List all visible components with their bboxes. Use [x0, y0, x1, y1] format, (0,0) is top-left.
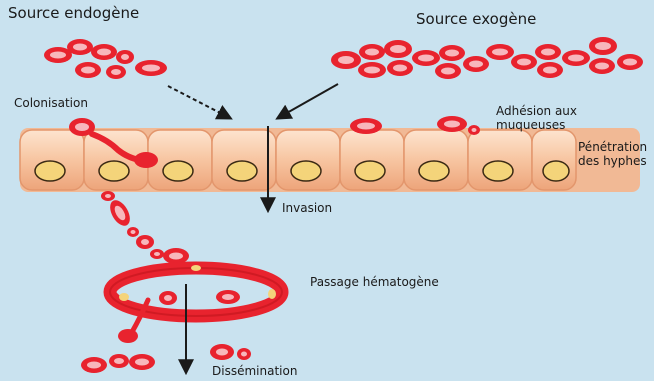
label-source-endogene: Source endogène	[8, 4, 139, 22]
label-penetration: Pénétration des hyphes	[578, 140, 647, 168]
epithelial-cell-4	[212, 130, 276, 190]
label-adhesion: Adhésion aux muqueuses	[496, 104, 577, 132]
label-adhesion-line2: muqueuses	[496, 118, 577, 132]
label-dissemination: Dissémination	[212, 364, 297, 378]
epithelial-cell-8	[468, 130, 532, 190]
epithelial-cell-7	[404, 130, 468, 190]
label-adhesion-line1: Adhésion aux	[496, 104, 577, 118]
epithelial-cell-5	[276, 130, 340, 190]
epithelial-cell-9	[532, 130, 576, 190]
epithelial-cell-6	[340, 130, 404, 190]
epithelium	[20, 128, 640, 192]
label-penetration-line2: des hyphes	[578, 154, 647, 168]
label-colonisation: Colonisation	[14, 96, 88, 110]
epithelial-cell-1	[20, 130, 84, 190]
label-source-exogene: Source exogène	[416, 10, 536, 28]
label-penetration-line1: Pénétration	[578, 140, 647, 154]
label-invasion: Invasion	[282, 201, 332, 215]
label-passage-hematogene: Passage hématogène	[310, 275, 439, 289]
